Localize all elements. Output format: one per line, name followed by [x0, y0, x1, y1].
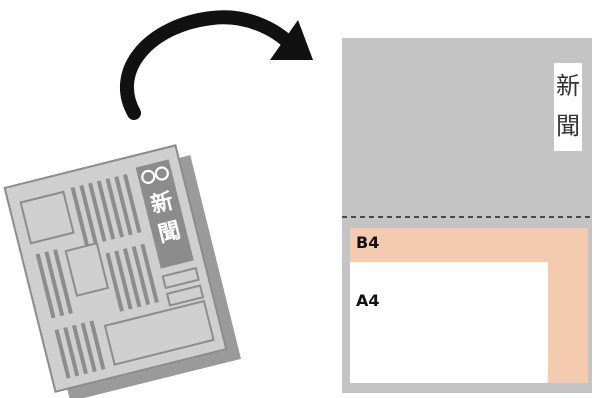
sheet-title-char-2: 聞 — [556, 112, 580, 140]
masthead-circle — [154, 166, 169, 181]
newspaper-box — [161, 266, 200, 290]
a4-label: A4 — [356, 291, 380, 310]
masthead-circle — [141, 169, 156, 184]
newspaper-masthead — [135, 159, 194, 269]
curved-arrow-icon — [119, 10, 313, 120]
paper-sheet: 新 聞 B4 A4 — [342, 38, 592, 393]
newspaper-box — [165, 284, 205, 307]
a4-area — [350, 262, 548, 383]
sheet-title-char-1: 新 — [556, 72, 580, 100]
newspaper-box — [103, 299, 215, 366]
b4-label: B4 — [356, 233, 379, 252]
newspaper-text-columns — [35, 173, 159, 379]
newspaper-icon: 新 聞 — [3, 144, 242, 398]
sheet-title-box — [554, 63, 582, 151]
newspaper-photo-box — [19, 190, 75, 245]
newspaper-box — [64, 242, 110, 297]
